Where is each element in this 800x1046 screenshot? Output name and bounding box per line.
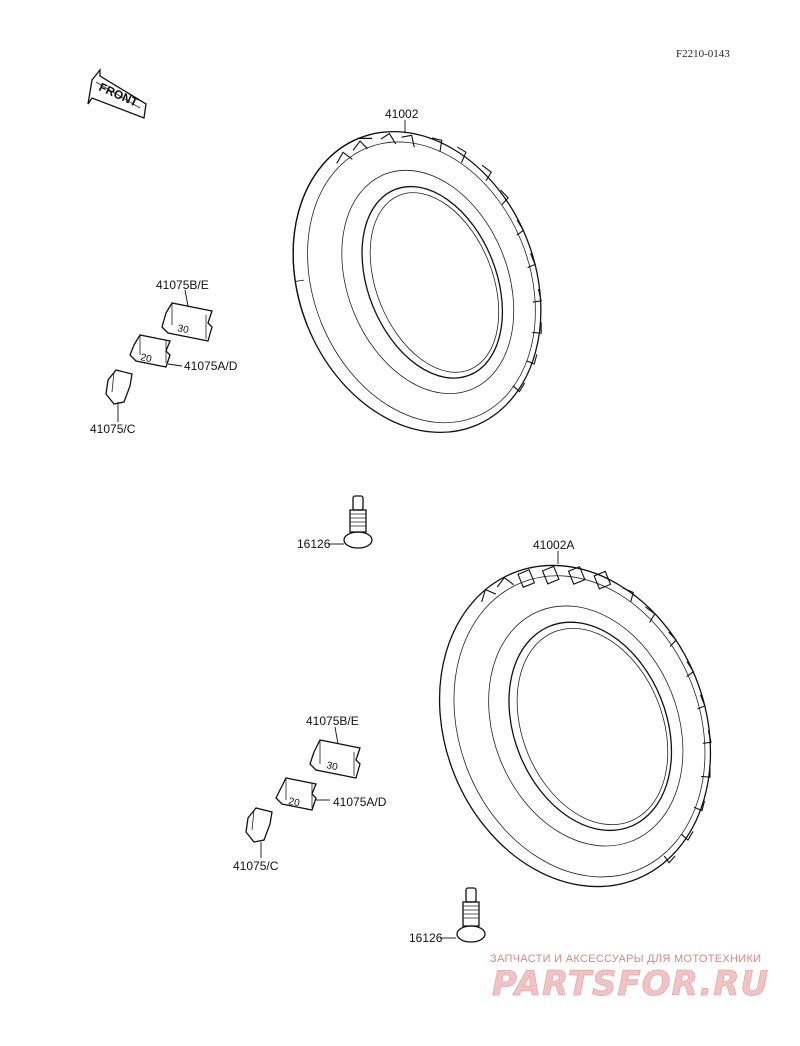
label-tire-front: 41002 [385,107,419,121]
valve-stem-bottom [456,887,486,943]
tire-front [292,130,542,434]
balance-weight-ad-bottom: 20 [275,777,317,811]
label-weight-be-bottom: 41075B/E [306,714,359,728]
label-tire-rear: 41002A [533,538,574,552]
label-weight-ad-top: 41075A/D [184,359,238,373]
tire-rear [438,564,712,888]
weight-mark-30-top: 30 [176,323,190,336]
weight-mark-30-bottom: 30 [325,760,339,773]
label-weight-ad-bottom: 41075A/D [333,795,387,809]
valve-stem-top [343,495,373,549]
front-arrow-text: FRONT [97,80,141,110]
label-valve-bottom: 16126 [409,931,443,945]
watermark-brand: PARTSFOR.RU [492,964,769,1004]
front-arrow-icon: FRONT [87,68,147,119]
weight-mark-20-top: 20 [139,352,153,365]
balance-weight-c-top [105,369,133,405]
balance-weight-be-top: 30 [161,302,213,342]
label-weight-be-top: 41075B/E [156,278,209,292]
watermark-tagline: ЗАПЧАСТИ И АКСЕССУАРЫ ДЛЯ МОТОТЕХНИКИ [490,953,761,965]
balance-weight-ad-top: 20 [129,334,171,368]
label-valve-top: 16126 [297,537,331,551]
watermark: ЗАПЧАСТИ И АКСЕССУАРЫ ДЛЯ МОТОТЕХНИКИ PA… [490,953,769,1004]
weight-mark-20-bottom: 20 [287,796,301,809]
balance-weight-be-bottom: 30 [309,739,361,779]
diagram-code: F2210-0143 [676,48,730,60]
balance-weight-c-bottom [245,807,273,843]
label-weight-c-bottom: 41075/C [233,859,279,873]
label-weight-c-top: 41075/C [90,422,136,436]
